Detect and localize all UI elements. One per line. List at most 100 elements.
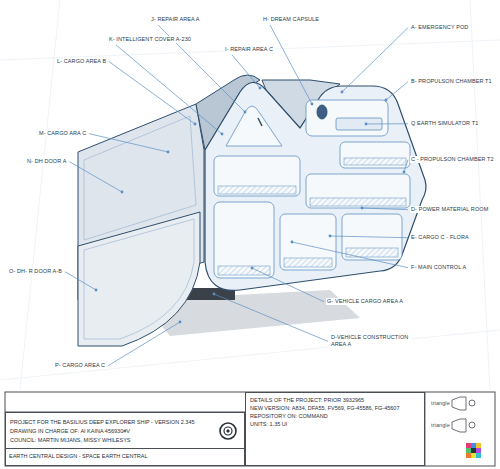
callout-label: H- DREAM CAPSULE: [262, 16, 320, 23]
hatched-floors: [218, 158, 406, 275]
leader-dot: [194, 123, 197, 126]
footer-cell: EARTH CENTRAL DESIGN - SPACE EARTH CENTR…: [5, 448, 245, 466]
leader-dot: [385, 99, 388, 102]
leader-line: [214, 294, 328, 341]
gear-icon-part: [220, 423, 236, 439]
callout-label: M- CARGO ARA C: [38, 130, 87, 137]
leader-line: [386, 82, 408, 100]
icon-label: triangle: [430, 400, 451, 407]
ship-front-face: [205, 82, 426, 290]
callout-label: J- REPAIR AREA A: [150, 16, 201, 23]
title-block-text: REPOSITORY ON: COMMAND: [246, 413, 420, 420]
hatched-floors-part: [344, 158, 406, 165]
icon-label: triangle: [430, 422, 451, 429]
callout-label: A- EMERGENCY POD: [410, 24, 469, 31]
leader-dot: [221, 133, 224, 136]
ship-interior-part: [340, 142, 410, 168]
callout-label: E- CARGO C - FLORA: [410, 234, 470, 241]
hatched-floors-part: [218, 186, 296, 194]
leader-line: [362, 208, 408, 210]
hatched-floors-part: [284, 258, 332, 267]
gear-icon-part: [227, 430, 229, 432]
leader-dot: [179, 321, 182, 324]
callout-label: Q EARTH SIMULATOR T1: [410, 120, 479, 127]
callout-label: C - PROPULSON CHAMBER T2: [410, 156, 496, 163]
ship-interior-part: [280, 214, 336, 270]
guide-lines-part: [0, 330, 500, 380]
color-code-grid-part: [476, 443, 481, 448]
leader-line: [270, 25, 312, 104]
callout-label: L- CARGO AREA B: [56, 58, 107, 65]
color-code-grid-part: [471, 448, 476, 453]
callout-label: O- DH- R DOOR A-B: [8, 268, 63, 275]
ship-interior-part: [306, 174, 410, 208]
guide-lines: [0, 0, 500, 390]
leader-line: [109, 62, 195, 124]
title-block-text: PROJECT FOR THE BASILIUS DEEP EXPLORER S…: [6, 419, 214, 426]
color-code-grid-part: [466, 448, 471, 453]
title-block-frame: [5, 392, 495, 466]
leader-line: [404, 160, 408, 172]
guide-lines-part: [470, 0, 490, 390]
leader-dot: [361, 207, 364, 210]
color-code-grid: [466, 443, 481, 458]
callout-label: D-VEHICLE CONSTRUCTION AREA A: [330, 334, 412, 349]
callout-label: B- PROPULSON CHAMBER T1: [410, 78, 496, 85]
view-icons: [425, 392, 475, 466]
callout-label: K- INTELLIGENT COVER A-230: [108, 36, 192, 43]
color-code-grid-part: [476, 453, 481, 458]
color-code-grid-part: [466, 453, 471, 458]
leader-dot: [251, 267, 254, 270]
ship-interior-part: [214, 202, 274, 278]
view-icons-part: [469, 400, 475, 406]
ship-interior-part: [214, 156, 300, 196]
callout-label: F- MAIN CONTROL A: [410, 264, 467, 271]
ship-interior-part: [226, 106, 282, 146]
title-block-text: COUNCIL: MARTIN MIJANS, MISSY WHILESYS: [6, 437, 214, 444]
callout-label: P- CARGO AREA C: [54, 362, 106, 369]
leader-line: [108, 322, 180, 366]
guide-lines-part: [20, 0, 60, 390]
ship-interior-part: [258, 118, 262, 126]
gear-icon-part: [224, 427, 232, 435]
leader-dot: [213, 293, 216, 296]
view-icons-part: [469, 422, 475, 428]
color-code-grid-part: [476, 448, 481, 453]
leader-dot: [341, 91, 344, 94]
title-block-box: DETAILS OF THE PROJECT: PRIOR 3932965NEW…: [245, 392, 425, 466]
leader-line: [292, 242, 408, 268]
callout-label: D- POWER MATERIAL ROOM: [410, 206, 496, 213]
title-block-text: DETAILS OF THE PROJECT: PRIOR 3932965: [246, 397, 420, 404]
leader-line: [342, 28, 408, 92]
end-cap-panel-part: [84, 219, 194, 339]
callout-label: I- REPAIR AREA C: [224, 46, 274, 53]
color-code-grid-part: [471, 453, 476, 458]
footer-text: EARTH CENTRAL DESIGN - SPACE EARTH CENTR…: [5, 453, 241, 460]
leader-dot: [95, 289, 98, 292]
leader-line: [330, 236, 408, 238]
title-block-text: UNITS: 1.35 UI: [246, 421, 420, 428]
callout-label: G- VEHICLE CARGO AREA A: [326, 298, 404, 305]
leader-dot: [311, 103, 314, 106]
leader-dot: [403, 171, 406, 174]
callout-label: N- DH DOOR A: [26, 158, 67, 165]
leader-line: [69, 162, 122, 192]
leader-dot: [244, 111, 247, 114]
ship-interior-part: [306, 100, 388, 136]
hatched-floors-part: [218, 266, 270, 275]
leader-dot: [291, 241, 294, 244]
leader-dot: [121, 191, 124, 194]
end-cap-panel-part: [84, 116, 196, 240]
end-cap-panel-part: [78, 212, 200, 346]
gear-icon: [220, 423, 236, 439]
leader-line: [252, 268, 324, 302]
leader-dot: [365, 123, 368, 126]
ship-front-face-part: [205, 82, 426, 290]
hatched-floors-part: [310, 198, 406, 206]
title-block-box: PROJECT FOR THE BASILIUS DEEP EXPLORER S…: [5, 412, 245, 466]
color-code-grid-part: [466, 443, 471, 448]
leader-line: [89, 134, 168, 152]
leader-line: [232, 55, 260, 88]
title-block-frame-part: [5, 392, 495, 466]
